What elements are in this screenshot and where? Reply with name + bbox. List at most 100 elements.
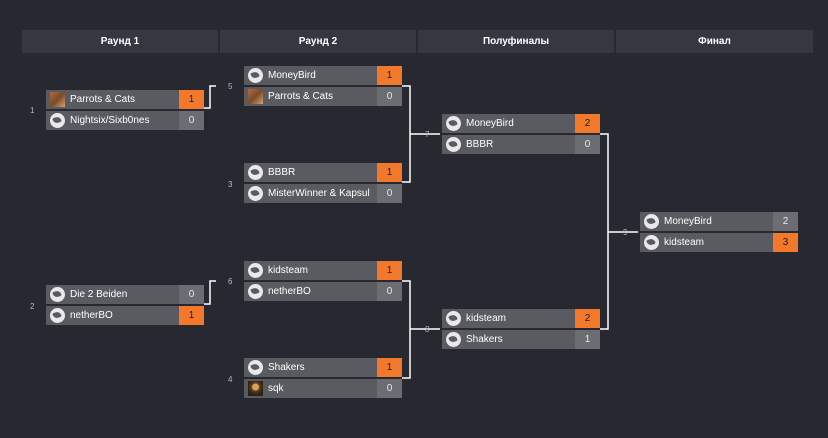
team-name: netherBO <box>268 286 311 297</box>
team-score: 1 <box>377 261 402 280</box>
team-row[interactable]: MoneyBird 1 <box>244 66 402 85</box>
team-score: 0 <box>179 111 204 130</box>
default-team-emblem-icon <box>446 116 461 131</box>
team-row[interactable]: kidsteam 1 <box>244 261 402 280</box>
match-5[interactable]: MoneyBird 1 Parrots & Cats 0 <box>244 66 402 108</box>
team-avatar <box>248 381 263 396</box>
team-score: 2 <box>575 114 600 133</box>
team-name: MoneyBird <box>268 70 316 81</box>
team-row[interactable]: Shakers 1 <box>442 330 600 349</box>
match-6[interactable]: kidsteam 1 netherBO 0 <box>244 261 402 303</box>
default-team-emblem-icon <box>248 68 263 83</box>
team-row[interactable]: kidsteam 3 <box>640 233 798 252</box>
team-name: kidsteam <box>466 313 507 324</box>
team-score: 0 <box>377 184 402 203</box>
parrots-cats-avatar <box>248 89 263 104</box>
match-2[interactable]: Die 2 Beiden 0 netherBO 1 <box>46 285 204 327</box>
team-name: MoneyBird <box>466 118 514 129</box>
match-8[interactable]: kidsteam 2 Shakers 1 <box>442 309 600 351</box>
team-name: Parrots & Cats <box>70 94 136 105</box>
round-headers: Раунд 1 Раунд 2 Полуфиналы Финал <box>22 30 813 53</box>
match-number: 4 <box>228 375 233 384</box>
team-row[interactable]: Nightsix/Sixb0nes 0 <box>46 111 204 130</box>
team-name: BBBR <box>466 139 494 150</box>
round-header-final: Финал <box>616 30 813 53</box>
team-row[interactable]: Shakers 1 <box>244 358 402 377</box>
default-team-emblem-icon <box>50 308 65 323</box>
team-score: 1 <box>179 90 204 109</box>
match-3[interactable]: BBBR 1 MisterWinner & Kapsul 0 <box>244 163 402 205</box>
team-logo <box>248 284 263 299</box>
match-number: 8 <box>425 325 430 334</box>
team-logo <box>248 186 263 201</box>
team-name: netherBO <box>70 310 113 321</box>
team-name: sqk <box>268 383 284 394</box>
team-score: 0 <box>377 87 402 106</box>
team-logo <box>446 311 461 326</box>
connector-2-6 <box>204 280 216 305</box>
default-team-emblem-icon <box>644 235 659 250</box>
team-row[interactable]: sqk 0 <box>244 379 402 398</box>
team-logo <box>248 263 263 278</box>
default-team-emblem-icon <box>50 287 65 302</box>
sqk-avatar <box>248 381 263 396</box>
match-number: 5 <box>228 82 233 91</box>
team-name: kidsteam <box>268 265 309 276</box>
match-9-final[interactable]: MoneyBird 2 kidsteam 3 <box>640 212 798 254</box>
team-name: Parrots & Cats <box>268 91 334 102</box>
match-1[interactable]: Parrots & Cats 1 Nightsix/Sixb0nes 0 <box>46 90 204 132</box>
default-team-emblem-icon <box>446 332 461 347</box>
team-row[interactable]: BBBR 0 <box>442 135 600 154</box>
team-score: 1 <box>377 163 402 182</box>
team-row[interactable]: netherBO 1 <box>46 306 204 325</box>
team-avatar <box>50 92 65 107</box>
connector-7-9 <box>600 133 609 330</box>
team-logo <box>248 165 263 180</box>
team-score: 2 <box>575 309 600 328</box>
match-number: 6 <box>228 277 233 286</box>
team-score: 1 <box>377 358 402 377</box>
match-7[interactable]: MoneyBird 2 BBBR 0 <box>442 114 600 156</box>
connector-1-5 <box>204 85 216 109</box>
team-score: 0 <box>377 282 402 301</box>
team-logo <box>446 332 461 347</box>
default-team-emblem-icon <box>248 186 263 201</box>
team-score: 2 <box>773 212 798 231</box>
team-score: 0 <box>377 379 402 398</box>
default-team-emblem-icon <box>248 360 263 375</box>
team-row[interactable]: MisterWinner & Kapsul 0 <box>244 184 402 203</box>
team-row[interactable]: Parrots & Cats 1 <box>46 90 204 109</box>
team-score: 1 <box>575 330 600 349</box>
connector-6-8 <box>402 280 411 379</box>
team-logo <box>50 287 65 302</box>
default-team-emblem-icon <box>644 214 659 229</box>
team-row[interactable]: MoneyBird 2 <box>640 212 798 231</box>
team-name: Nightsix/Sixb0nes <box>70 115 150 126</box>
match-number: 9 <box>623 228 628 237</box>
team-name: Die 2 Beiden <box>70 289 128 300</box>
team-name: Shakers <box>466 334 503 345</box>
round-header-2: Раунд 2 <box>220 30 416 53</box>
default-team-emblem-icon <box>248 263 263 278</box>
default-team-emblem-icon <box>248 165 263 180</box>
default-team-emblem-icon <box>248 284 263 299</box>
round-header-1: Раунд 1 <box>22 30 218 53</box>
match-4[interactable]: Shakers 1 sqk 0 <box>244 358 402 400</box>
team-row[interactable]: BBBR 1 <box>244 163 402 182</box>
team-logo <box>50 113 65 128</box>
team-row[interactable]: MoneyBird 2 <box>442 114 600 133</box>
default-team-emblem-icon <box>446 311 461 326</box>
parrots-cats-avatar <box>50 92 65 107</box>
team-logo <box>248 68 263 83</box>
team-row[interactable]: Die 2 Beiden 0 <box>46 285 204 304</box>
team-row[interactable]: netherBO 0 <box>244 282 402 301</box>
team-name: MoneyBird <box>664 216 712 227</box>
team-row[interactable]: kidsteam 2 <box>442 309 600 328</box>
team-avatar <box>248 89 263 104</box>
match-number: 1 <box>30 106 35 115</box>
default-team-emblem-icon <box>446 137 461 152</box>
team-row[interactable]: Parrots & Cats 0 <box>244 87 402 106</box>
team-logo <box>644 235 659 250</box>
team-name: Shakers <box>268 362 305 373</box>
